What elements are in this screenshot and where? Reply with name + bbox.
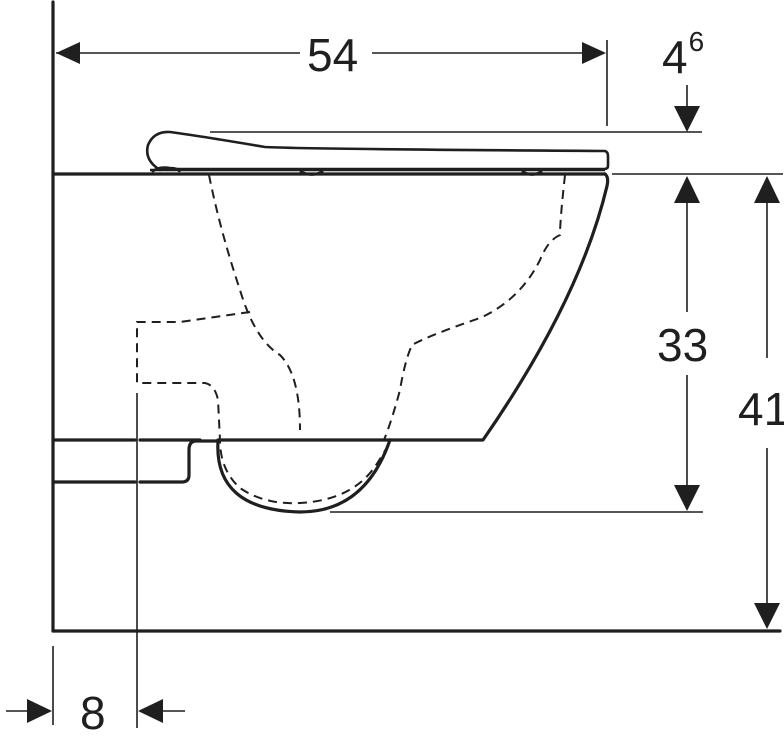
- arrow-left-icon: [56, 42, 80, 64]
- dimension-label-33: 33: [657, 319, 709, 371]
- arrow-right-icon: [582, 42, 606, 64]
- depth-value: 54: [307, 29, 359, 81]
- rim-height-value: 41: [738, 383, 784, 435]
- seat-height-superscript: 6: [688, 26, 705, 57]
- arrow-up-icon: [754, 176, 780, 203]
- arrow-down-icon: [674, 485, 700, 511]
- toilet-seat: [145, 130, 610, 176]
- bowl-outline: [51, 172, 610, 514]
- dimension-41: [754, 176, 780, 629]
- dimension-4-6: [210, 85, 702, 133]
- arrow-right-icon: [27, 699, 52, 723]
- dimension-54: [56, 40, 608, 126]
- mounting-frame: [51, 438, 220, 484]
- dimension-label-41: 41: [738, 384, 784, 434]
- dimension-label-54: 54: [303, 29, 363, 81]
- arrow-left-icon: [138, 699, 163, 723]
- dimension-label-4-6: 46: [662, 28, 704, 83]
- wall-offset-value: 8: [80, 687, 106, 739]
- dimension-8: [6, 646, 185, 725]
- bowl-height-value: 33: [657, 319, 709, 371]
- hidden-lines: [136, 174, 566, 505]
- arrow-up-icon: [674, 176, 700, 203]
- dimension-33: [330, 176, 703, 513]
- dimension-label-8: 8: [80, 690, 106, 736]
- wall-and-floor: [51, 0, 782, 633]
- seat-height-value: 4: [662, 31, 688, 83]
- arrow-down-icon: [674, 106, 700, 132]
- arrow-down-icon: [754, 603, 780, 629]
